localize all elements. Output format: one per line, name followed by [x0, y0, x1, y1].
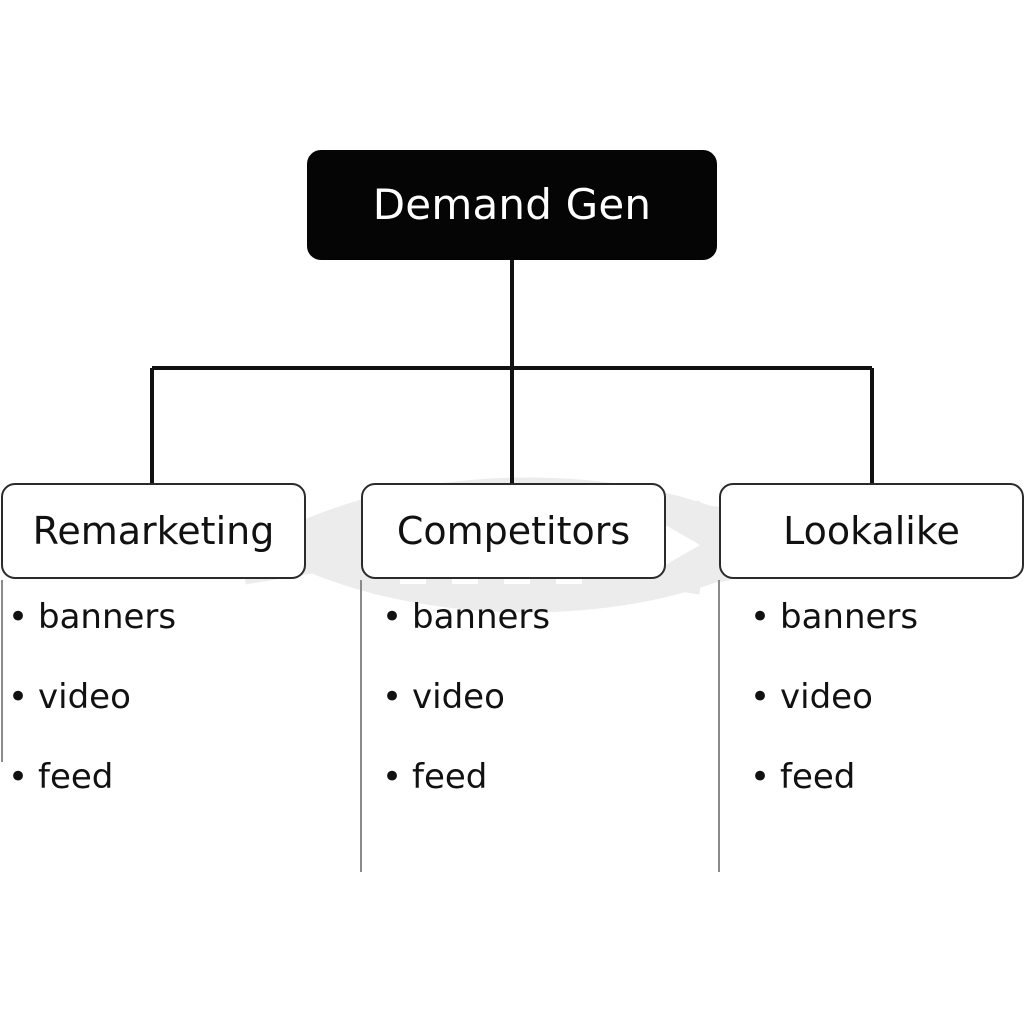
list-item-label: video [412, 677, 505, 717]
bullet-glyph-icon: • [382, 677, 403, 717]
list-item: • feed [382, 760, 672, 840]
list-item-label: banners [38, 597, 177, 637]
bullet-glyph-icon: • [750, 757, 771, 797]
list-item-label: video [38, 677, 131, 717]
list-item-label: banners [780, 597, 919, 637]
list-item: • video [750, 680, 1024, 760]
bullet-glyph-icon: • [750, 677, 771, 717]
node-lookalike[interactable]: Lookalike [719, 483, 1024, 579]
list-item: • banners [750, 600, 1024, 680]
list-item: • video [382, 680, 672, 760]
bullet-list-competitors: • banners • video • feed [382, 600, 672, 840]
node-demand-gen[interactable]: Demand Gen [307, 150, 717, 260]
list-item: • feed [750, 760, 1024, 840]
node-remarketing[interactable]: Remarketing [1, 483, 306, 579]
list-item-label: video [780, 677, 873, 717]
node-demand-gen-label: Demand Gen [372, 180, 652, 229]
node-remarketing-label: Remarketing [32, 509, 275, 553]
list-item: • banners [382, 600, 672, 680]
bullet-list-remarketing: • banners • video • feed [8, 600, 308, 840]
bullet-list-lookalike: • banners • video • feed [750, 600, 1024, 840]
list-item-label: feed [780, 757, 856, 797]
node-lookalike-label: Lookalike [783, 509, 960, 553]
node-competitors-label: Competitors [396, 509, 631, 553]
list-item-label: feed [38, 757, 114, 797]
bullet-glyph-icon: • [8, 757, 29, 797]
list-item-label: banners [412, 597, 551, 637]
bullet-glyph-icon: • [750, 597, 771, 637]
list-item-label: feed [412, 757, 488, 797]
list-item: • video [8, 680, 308, 760]
list-item: • feed [8, 760, 308, 840]
bullet-glyph-icon: • [382, 597, 403, 637]
node-competitors[interactable]: Competitors [361, 483, 666, 579]
bullet-glyph-icon: • [8, 597, 29, 637]
bullet-glyph-icon: • [382, 757, 403, 797]
list-item: • banners [8, 600, 308, 680]
bullet-glyph-icon: • [8, 677, 29, 717]
